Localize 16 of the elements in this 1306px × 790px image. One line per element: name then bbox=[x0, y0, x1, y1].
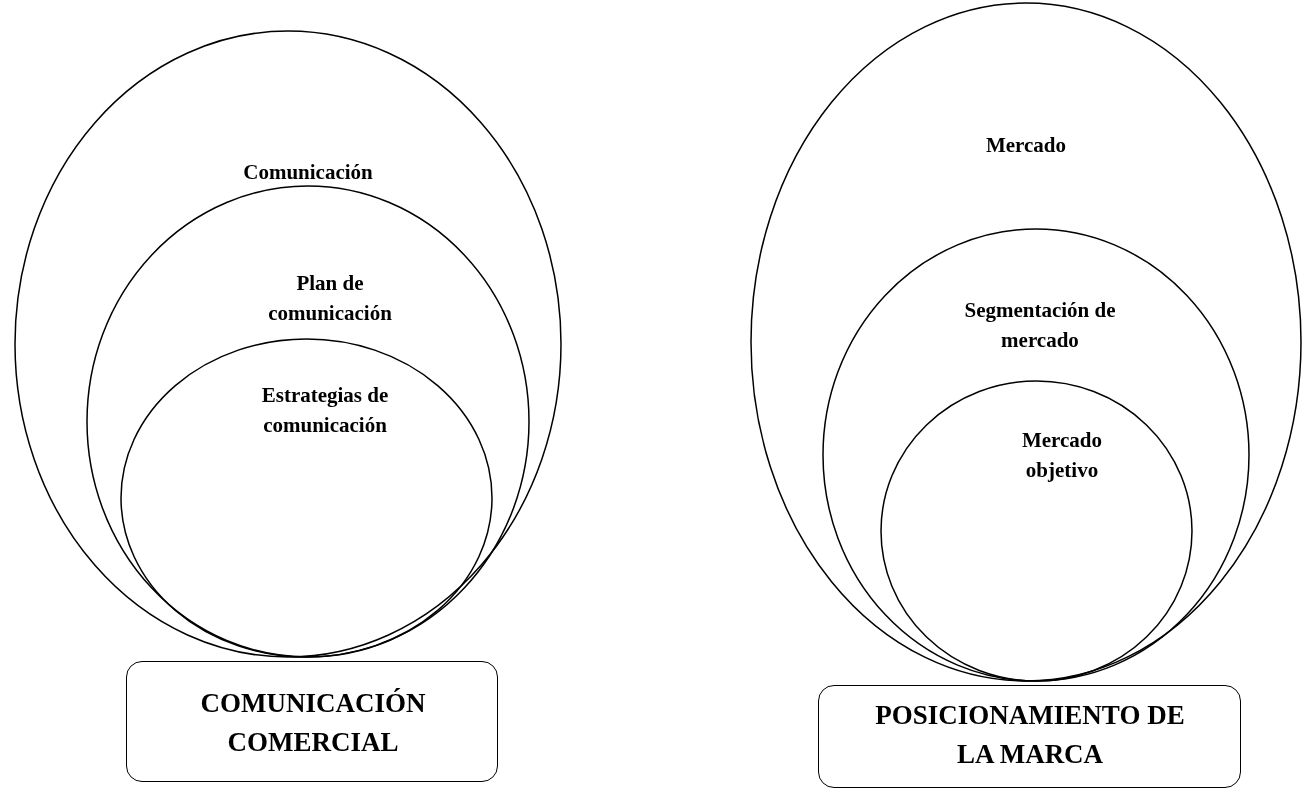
ellipse-label: Comunicación bbox=[242, 159, 374, 186]
ellipse bbox=[880, 380, 1193, 682]
ellipse-label: Mercado bbox=[984, 132, 1068, 159]
box-title: COMUNICACIÓN COMERCIAL bbox=[199, 687, 427, 760]
ellipse bbox=[86, 185, 530, 658]
rounded-box bbox=[818, 685, 1241, 788]
ellipse-label: Estrategias de comunicación bbox=[260, 382, 390, 440]
box-title: POSICIONAMIENTO DE LA MARCA bbox=[874, 699, 1186, 772]
ellipse-label: Segmentación de mercado bbox=[963, 297, 1117, 355]
ellipse-label: Plan de comunicación bbox=[267, 270, 393, 328]
ellipse bbox=[822, 228, 1250, 682]
ellipse-label: Mercado objetivo bbox=[1020, 427, 1104, 485]
ellipse bbox=[120, 338, 493, 658]
ellipse bbox=[750, 2, 1302, 682]
ellipse bbox=[14, 30, 562, 658]
rounded-box bbox=[126, 661, 498, 782]
